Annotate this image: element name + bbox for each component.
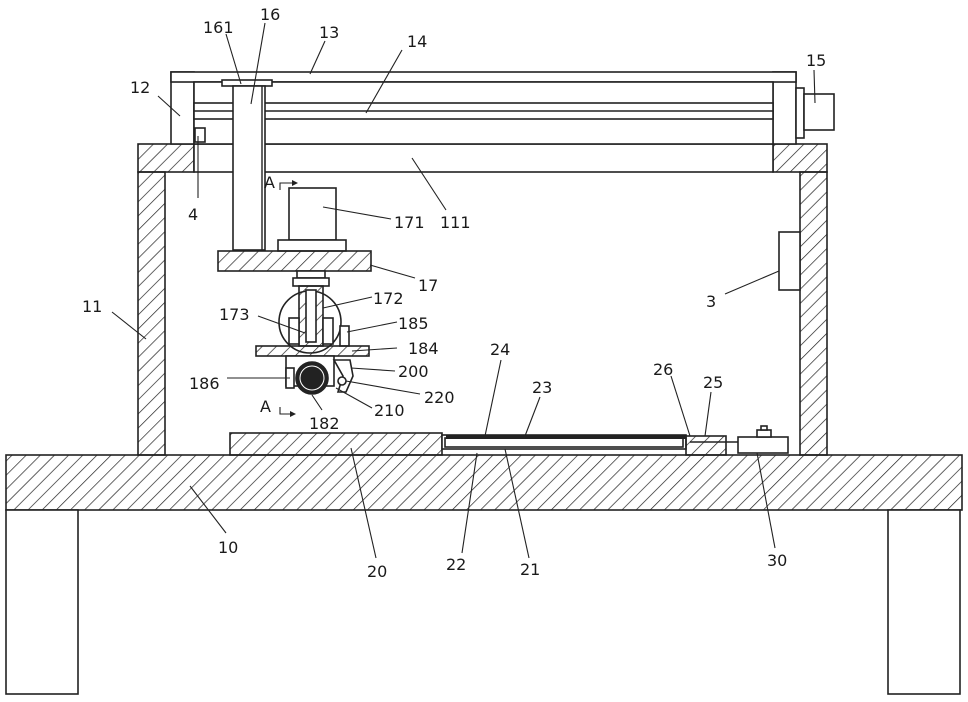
- label-210: 210: [374, 401, 405, 420]
- frame-top-block-left: [138, 144, 194, 172]
- section-marker-top-arrow: [292, 180, 298, 186]
- roller-182-inner: [300, 366, 324, 390]
- label-A-top: A: [264, 173, 275, 192]
- upper-motor-base: [278, 240, 346, 251]
- section-marker-bottom: [280, 407, 290, 414]
- table-leg-right: [888, 510, 960, 694]
- label-25: 25: [703, 373, 723, 392]
- frame-wall-right: [800, 172, 827, 455]
- label-24: 24: [490, 340, 510, 359]
- tray-frame-22: [445, 438, 683, 447]
- label-111: 111: [440, 213, 471, 232]
- arm-200: [334, 360, 353, 392]
- slider-plate: [222, 80, 272, 86]
- label-15: 15: [806, 51, 826, 70]
- label-16: 16: [260, 5, 280, 24]
- label-182: 182: [309, 414, 340, 433]
- label-22: 22: [446, 555, 466, 574]
- label-21: 21: [520, 560, 540, 579]
- motor-30-body: [738, 437, 788, 453]
- label-161: 161: [203, 18, 234, 37]
- label-185: 185: [398, 314, 429, 333]
- frame-wall-left: [138, 172, 165, 455]
- clamp-26: [686, 436, 726, 455]
- label-12: 12: [130, 78, 150, 97]
- coupling-mid: [293, 278, 329, 286]
- section-marker-bottom-arrow: [290, 411, 296, 417]
- mount-plate: [218, 251, 371, 271]
- coupling-top: [297, 271, 325, 278]
- label-30: 30: [767, 551, 787, 570]
- upper-motor: [289, 188, 336, 240]
- pivot-220: [338, 377, 346, 385]
- frame-crossbar: [194, 144, 773, 172]
- label-172: 172: [373, 289, 404, 308]
- support-post-right: [773, 72, 796, 144]
- slider-column: [233, 86, 265, 250]
- label-220: 220: [424, 388, 455, 407]
- spindle-side-left: [289, 318, 299, 344]
- motor-flange: [796, 88, 804, 138]
- label-186: 186: [189, 374, 220, 393]
- table-leg-left: [6, 510, 78, 694]
- label-A-bottom: A: [260, 397, 271, 416]
- label-173: 173: [219, 305, 250, 324]
- label-184: 184: [408, 339, 439, 358]
- belt-23: [446, 435, 686, 439]
- motor-30-top: [757, 430, 771, 437]
- support-post-left: [171, 72, 194, 144]
- label-20: 20: [367, 562, 387, 581]
- label-26: 26: [653, 360, 673, 379]
- label-11: 11: [82, 297, 102, 316]
- label-14: 14: [407, 32, 427, 51]
- label-13: 13: [319, 23, 339, 42]
- label-200: 200: [398, 362, 429, 381]
- label-3: 3: [706, 292, 716, 311]
- spindle-inner: [306, 290, 316, 342]
- spindle-side-right: [323, 318, 333, 344]
- component-3: [779, 232, 800, 290]
- label-17: 17: [418, 276, 438, 295]
- label-10: 10: [218, 538, 238, 557]
- label-4: 4: [188, 205, 198, 224]
- table-top: [6, 455, 962, 510]
- platform-20: [230, 433, 442, 455]
- bolt-185: [340, 326, 349, 346]
- frame-top-block-right: [773, 144, 827, 172]
- motor-30-cap: [761, 426, 767, 430]
- label-23: 23: [532, 378, 552, 397]
- label-171: 171: [394, 213, 425, 232]
- motor-body: [804, 94, 834, 130]
- sensor-block: [195, 128, 205, 142]
